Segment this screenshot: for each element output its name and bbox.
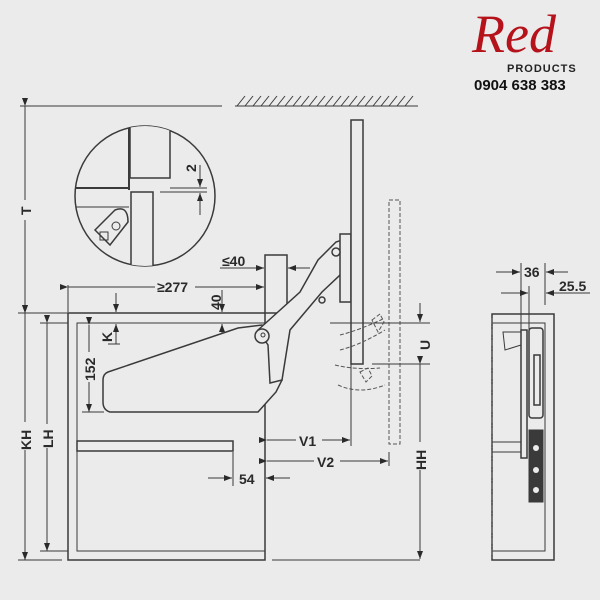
door-panel xyxy=(350,119,364,365)
dim-LH: LH xyxy=(40,429,56,448)
dim-40-max: ≤40 xyxy=(222,253,245,269)
dim-HH: HH xyxy=(413,450,429,470)
dim-K: K xyxy=(99,332,115,342)
detail-circle: 2 xyxy=(74,125,216,267)
logo-sub: PRODUCTS xyxy=(507,63,577,75)
dim-KH: KH xyxy=(18,430,34,450)
brand-logo: Red PRODUCTS 0904 638 383 xyxy=(471,4,577,94)
dim-25-5: 25.5 xyxy=(559,278,586,294)
ceiling-hatch xyxy=(235,95,418,107)
dim-40: 40 xyxy=(208,294,224,310)
dim-V1: V1 xyxy=(299,433,316,449)
side-stub xyxy=(264,254,288,314)
dim-152: 152 xyxy=(82,357,98,381)
logo-brand: Red xyxy=(471,4,557,64)
door-open-position xyxy=(388,199,401,445)
dim-2: 2 xyxy=(183,164,199,172)
shelf xyxy=(76,440,234,452)
dim-T: T xyxy=(18,206,34,215)
dim-277: ≥277 xyxy=(157,279,188,295)
lift-mechanism xyxy=(102,119,401,445)
dim-54: 54 xyxy=(239,471,255,487)
dim-U: U xyxy=(417,340,433,350)
dim-V2: V2 xyxy=(317,454,334,470)
logo-phone: 0904 638 383 xyxy=(474,77,566,94)
dim-36: 36 xyxy=(524,264,540,280)
cabinet-front-view xyxy=(491,313,555,561)
